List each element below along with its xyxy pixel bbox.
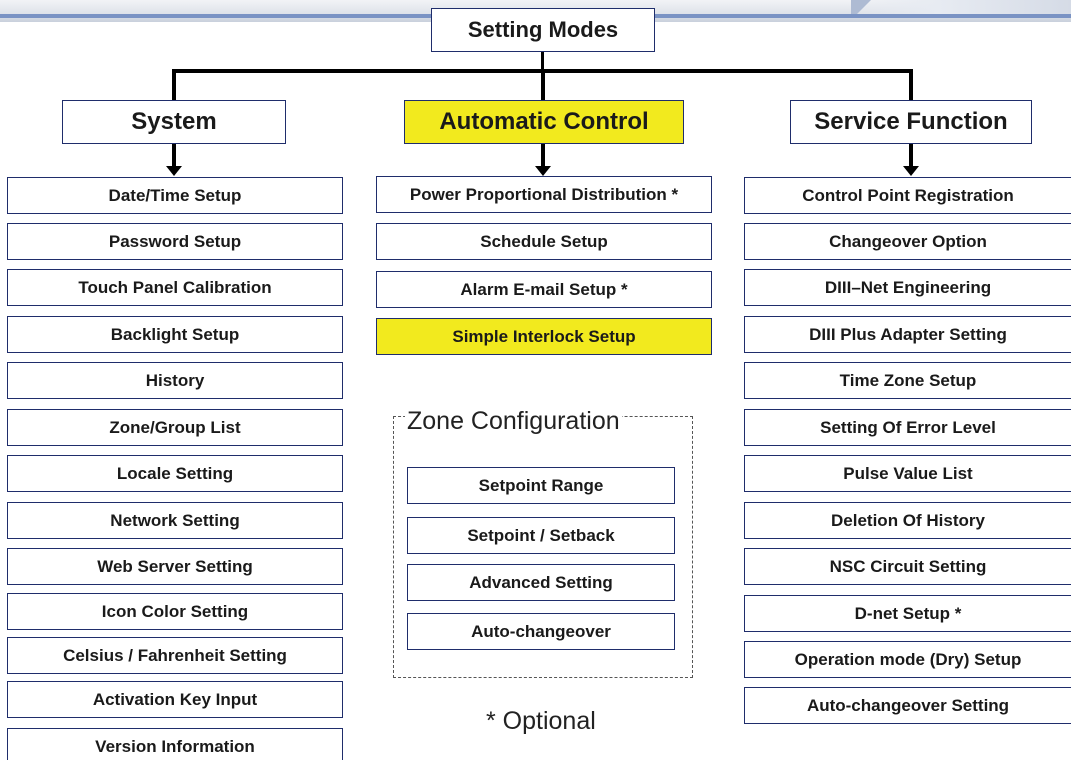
- system-item-locale-setting: Locale Setting: [7, 455, 343, 492]
- system-item-web-server-setting: Web Server Setting: [7, 548, 343, 585]
- system-item-password-setup: Password Setup: [7, 223, 343, 260]
- service-item-setting-of-error-level: Setting Of Error Level: [744, 409, 1071, 446]
- service-item-deletion-of-history: Deletion Of History: [744, 502, 1071, 539]
- brand-logo: [851, 0, 1071, 14]
- automatic-control-heading: Automatic Control: [404, 100, 684, 144]
- service-down-arrow-icon: [903, 166, 919, 176]
- service-item-operation-mode-dry-setup: Operation mode (Dry) Setup: [744, 641, 1071, 678]
- zone-configuration-frame: [393, 416, 693, 678]
- system-down-line: [172, 144, 176, 168]
- service-down-line: [909, 144, 913, 168]
- system-item-icon-color-setting: Icon Color Setting: [7, 593, 343, 630]
- root-setting-modes: Setting Modes: [431, 8, 655, 52]
- system-heading: System: [62, 100, 286, 144]
- system-item-backlight-setup: Backlight Setup: [7, 316, 343, 353]
- service-function-heading: Service Function: [790, 100, 1032, 144]
- zone-configuration-title: Zone Configuration: [405, 407, 622, 436]
- root-stem: [541, 52, 544, 71]
- service-item-nsc-circuit-setting: NSC Circuit Setting: [744, 548, 1071, 585]
- auto-item-power-proportional-distribution: Power Proportional Distribution *: [376, 176, 712, 213]
- system-item-activation-key-input: Activation Key Input: [7, 681, 343, 718]
- system-item-date-time-setup: Date/Time Setup: [7, 177, 343, 214]
- auto-down-arrow-icon: [535, 166, 551, 176]
- service-item-diii-plus-adapter-setting: DIII Plus Adapter Setting: [744, 316, 1071, 353]
- drop-system: [172, 69, 176, 100]
- service-item-d-net-setup: D-net Setup *: [744, 595, 1071, 632]
- service-item-diii-net-engineering: DIII–Net Engineering: [744, 269, 1071, 306]
- drop-auto: [541, 69, 545, 100]
- auto-item-alarm-e-mail-setup: Alarm E-mail Setup *: [376, 271, 712, 308]
- optional-note: * Optional: [486, 707, 596, 735]
- service-item-time-zone-setup: Time Zone Setup: [744, 362, 1071, 399]
- service-item-auto-changeover-setting: Auto-changeover Setting: [744, 687, 1071, 724]
- auto-item-simple-interlock-setup: Simple Interlock Setup: [376, 318, 712, 355]
- service-item-pulse-value-list: Pulse Value List: [744, 455, 1071, 492]
- zone-item-setpoint-range: Setpoint Range: [407, 467, 675, 504]
- zone-item-advanced-setting: Advanced Setting: [407, 564, 675, 601]
- system-item-zone-group-list: Zone/Group List: [7, 409, 343, 446]
- system-item-history: History: [7, 362, 343, 399]
- system-item-version-information: Version Information: [7, 728, 343, 760]
- system-down-arrow-icon: [166, 166, 182, 176]
- system-item-touch-panel-calibration: Touch Panel Calibration: [7, 269, 343, 306]
- auto-down-line: [541, 144, 545, 168]
- auto-item-schedule-setup: Schedule Setup: [376, 223, 712, 260]
- service-item-control-point-registration: Control Point Registration: [744, 177, 1071, 214]
- zone-item-setpoint-setback: Setpoint / Setback: [407, 517, 675, 554]
- system-item-network-setting: Network Setting: [7, 502, 343, 539]
- zone-item-auto-changeover: Auto-changeover: [407, 613, 675, 650]
- drop-service: [909, 69, 913, 100]
- system-item-celsius-fahrenheit-setting: Celsius / Fahrenheit Setting: [7, 637, 343, 674]
- service-item-changeover-option: Changeover Option: [744, 223, 1071, 260]
